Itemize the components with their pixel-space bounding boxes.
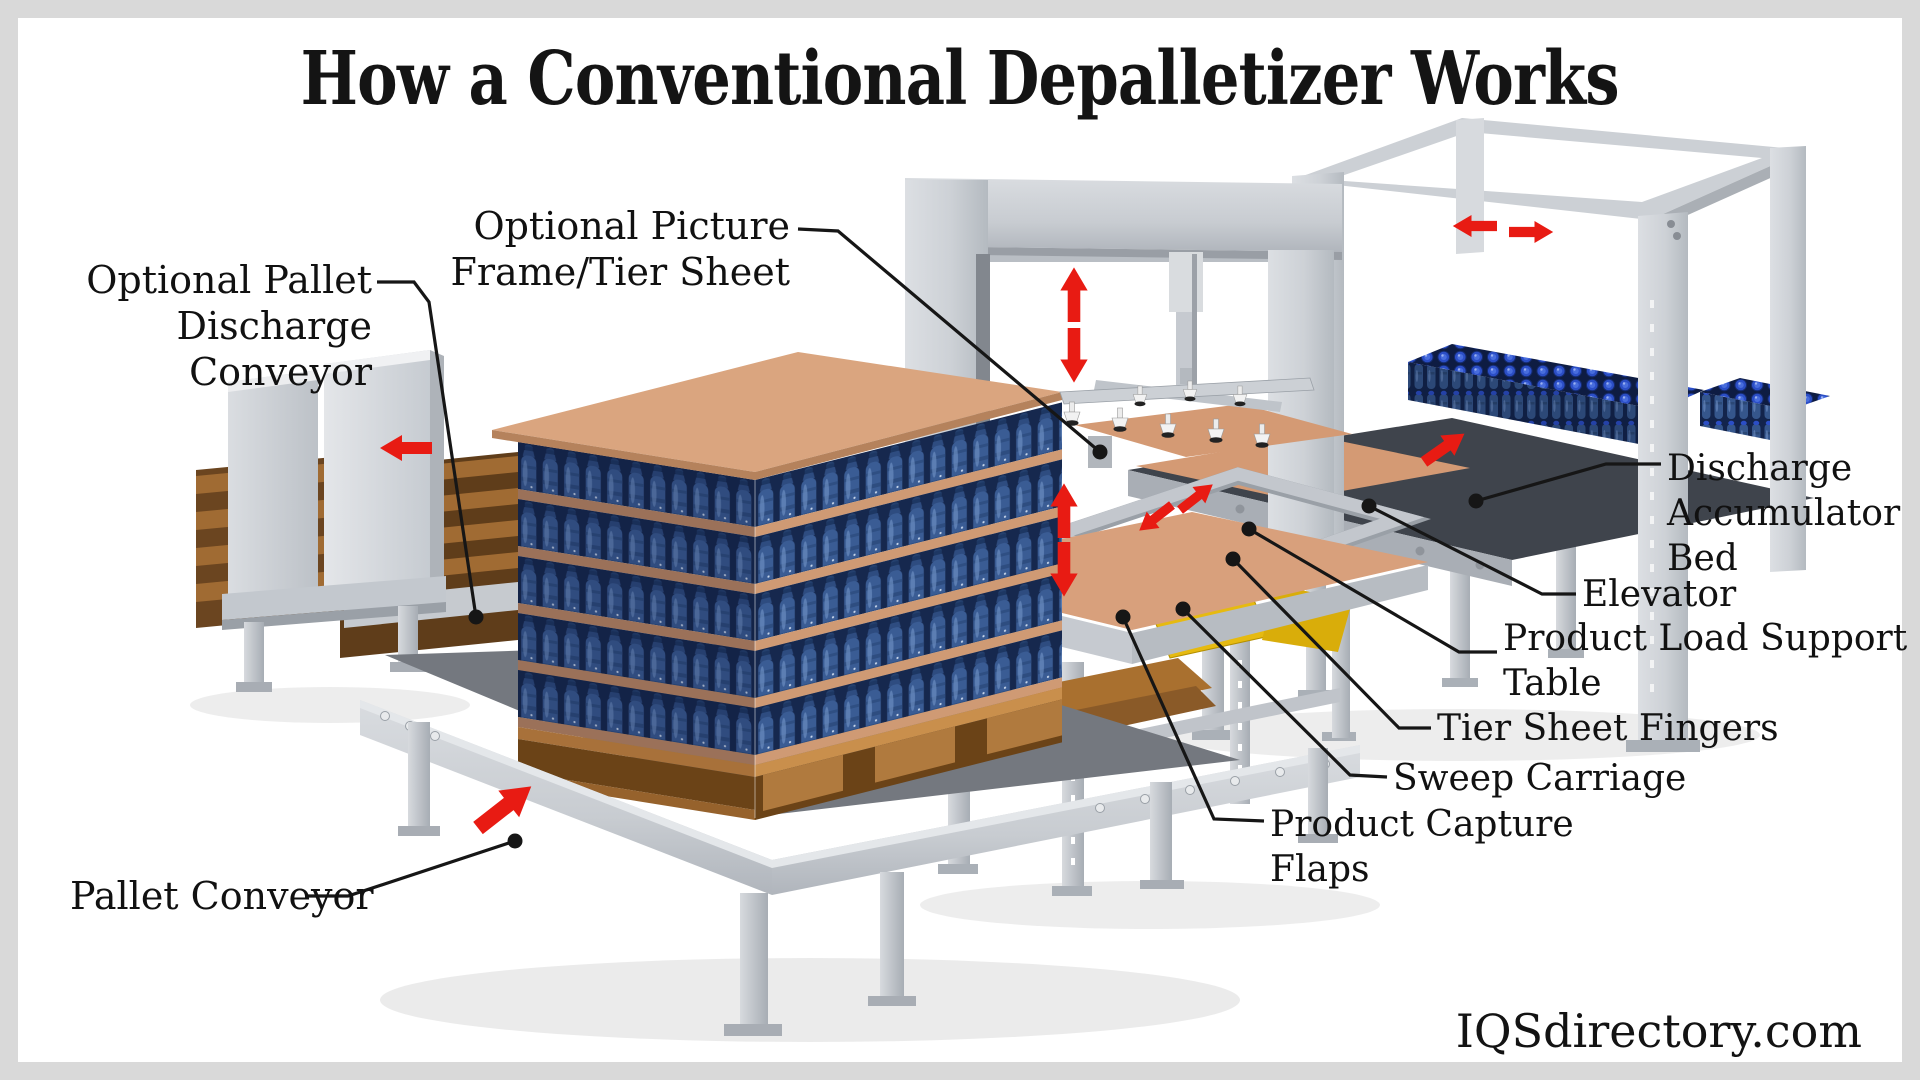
- leader-line-pallet-conveyor: [305, 839, 516, 898]
- leader-line-elevator: [1368, 504, 1576, 596]
- conveyor-leg: [1150, 782, 1172, 884]
- machine-panel: [228, 370, 318, 610]
- leader-line-product-load-support-table: [1248, 527, 1497, 654]
- conveyor-right-rail: [772, 745, 1360, 895]
- label-pallet-conveyor: Pallet Conveyor: [70, 874, 374, 918]
- watermark: IQSdirectory.com: [1455, 1004, 1862, 1058]
- leader-dot-sweep-carriage: [1175, 601, 1191, 617]
- leader-dot-product-load-support-table: [1241, 521, 1257, 537]
- label-sweep-carriage: Sweep Carriage: [1393, 758, 1687, 799]
- leader-dot-tier-sheet-fingers: [1225, 551, 1241, 567]
- leader-dot-discharge-accumulator-bed: [1468, 493, 1484, 509]
- leader-line-optional-picture-frame-tier-sheet: [797, 227, 1102, 454]
- leader-dot-product-capture-flaps: [1115, 609, 1131, 625]
- stack-right-face: [755, 402, 1062, 820]
- label-tier-sheet-fingers: Tier Sheet Fingers: [1437, 708, 1779, 749]
- vacuum-cups: [1063, 380, 1271, 448]
- palletized-bottle-stack: [492, 352, 1062, 820]
- leader-line-sweep-carriage: [1181, 607, 1388, 779]
- leader-dot-optional-picture-frame-tier-sheet: [1092, 444, 1108, 460]
- label-product-load-support-table: Product Load Support Table: [1503, 618, 1908, 704]
- leader-dot-pallet-conveyor: [507, 833, 523, 849]
- floor-shadows: [190, 687, 1760, 1042]
- label-optional-picture-frame-tier-sheet: Optional Picture Frame/Tier Sheet: [450, 204, 791, 294]
- optional-pallet-discharge-conveyor-machine: [196, 350, 518, 692]
- pallet-block: [875, 726, 955, 783]
- label-optional-pallet-discharge-conveyor: Optional Pallet Discharge Conveyor: [86, 258, 372, 394]
- pallet-conveyor: [360, 700, 1360, 1036]
- conveyor-leg: [1308, 748, 1328, 838]
- page-title: How a Conventional Depalletizer Works: [0, 36, 1920, 122]
- leader-line-optional-pallet-discharge-conveyor: [377, 280, 478, 618]
- gantry-leg: [1770, 146, 1806, 572]
- pallet-block: [763, 754, 843, 811]
- leader-line-product-capture-flaps: [1121, 616, 1265, 823]
- conveyor-leg: [740, 893, 768, 1028]
- label-elevator: Elevator: [1582, 574, 1737, 615]
- picture-frame-tool: [1059, 368, 1352, 468]
- leader-line-tier-sheet-fingers: [1231, 557, 1431, 730]
- pallet-block: [987, 699, 1062, 755]
- machine-panel: [324, 350, 430, 602]
- label-product-capture-flaps: Product Capture Flaps: [1270, 804, 1574, 890]
- leader-dot-elevator: [1361, 498, 1377, 514]
- conveyor-left-rail: [360, 700, 772, 895]
- conveyor-leg: [408, 722, 430, 830]
- discharge-bottles: [1408, 344, 1704, 448]
- page-title-text: How a Conventional Depalletizer Works: [300, 36, 1620, 122]
- leader-line-discharge-accumulator-bed: [1475, 462, 1661, 503]
- gantry-top-beam: [905, 178, 1342, 252]
- label-discharge-accumulator-bed: Discharge Accumulator Bed: [1667, 448, 1901, 579]
- conveyor-leg: [880, 872, 904, 1000]
- leader-dot-optional-pallet-discharge-conveyor: [468, 609, 484, 625]
- stack-left-face: [518, 442, 755, 820]
- top-tier-sheet: [492, 352, 1062, 472]
